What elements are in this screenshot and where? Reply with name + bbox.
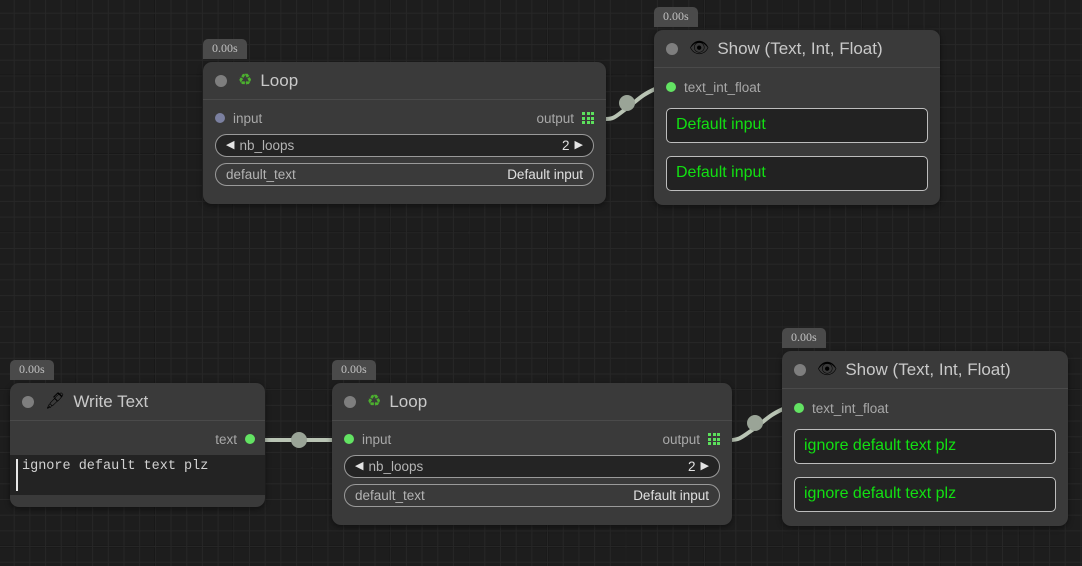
node-header-loop-bottom[interactable]: ♻ Loop bbox=[332, 383, 732, 421]
node-show-top[interactable]: 👁 Show (Text, Int, Float) text_int_float… bbox=[654, 30, 940, 205]
field-nb-loops-stepper[interactable]: ◀ nb_loops 2 ▶ bbox=[344, 455, 720, 478]
text-input-value[interactable]: ignore default text plz bbox=[22, 459, 209, 474]
recycle-icon: ♻ bbox=[238, 71, 253, 89]
eye-icon: 👁 bbox=[689, 39, 710, 57]
status-dot-icon[interactable] bbox=[344, 395, 356, 408]
port-row: input output bbox=[215, 108, 594, 128]
input-port-dot[interactable] bbox=[794, 403, 804, 413]
port-row: text_int_float bbox=[666, 77, 928, 97]
field-label: nb_loops bbox=[368, 459, 424, 474]
field-default-text[interactable]: default_text Default input bbox=[344, 484, 720, 507]
node-title: Show (Text, Int, Float) bbox=[717, 38, 883, 58]
eye-icon: 👁 bbox=[817, 360, 838, 378]
field-label: default_text bbox=[355, 488, 425, 503]
output-display-box: ignore default text plz bbox=[794, 429, 1056, 464]
stepper-decrement-icon[interactable]: ◀ bbox=[226, 139, 235, 151]
field-value[interactable]: Default input bbox=[507, 167, 583, 182]
timer-badge-write-text: 0.00s bbox=[10, 360, 54, 381]
field-nb-loops-stepper[interactable]: ◀ nb_loops 2 ▶ bbox=[215, 134, 594, 157]
pen-nib-icon: 🖋 bbox=[45, 392, 66, 410]
edge-handle-2 bbox=[291, 432, 307, 448]
node-title: Show (Text, Int, Float) bbox=[845, 359, 1011, 379]
node-title: Loop bbox=[389, 391, 428, 411]
input-port-label: text_int_float bbox=[684, 79, 761, 95]
node-body-loop-bottom: input output ◀ nb_loops 2 ▶ default_text… bbox=[332, 421, 732, 525]
recycle-icon: ♻ bbox=[367, 392, 382, 410]
edge-handle-1 bbox=[619, 95, 635, 111]
port-row: input output bbox=[344, 429, 720, 449]
stepper-decrement-icon[interactable]: ◀ bbox=[355, 460, 364, 472]
output-display-box: Default input bbox=[666, 156, 928, 191]
node-show-bottom[interactable]: 👁 Show (Text, Int, Float) text_int_float… bbox=[782, 351, 1068, 526]
timer-badge-show-bottom: 0.00s bbox=[782, 328, 826, 349]
node-body-show-bottom: text_int_float ignore default text plz i… bbox=[782, 389, 1068, 526]
node-header-show-top[interactable]: 👁 Show (Text, Int, Float) bbox=[654, 30, 940, 68]
stepper-increment-icon[interactable]: ▶ bbox=[574, 139, 583, 151]
input-port-dot[interactable] bbox=[666, 82, 676, 92]
timer-badge-loop-bottom: 0.00s bbox=[332, 360, 376, 381]
field-value[interactable]: 2 bbox=[562, 138, 570, 153]
timer-badge-loop-top: 0.00s bbox=[203, 39, 247, 60]
input-port-label: input bbox=[362, 431, 392, 447]
node-header-loop-top[interactable]: ♻ Loop bbox=[203, 62, 606, 100]
node-write-text[interactable]: 🖋 Write Text text ignore default text pl… bbox=[10, 383, 265, 507]
node-header-write-text[interactable]: 🖋 Write Text bbox=[10, 383, 265, 421]
output-port-label: text bbox=[215, 431, 237, 447]
status-dot-icon[interactable] bbox=[794, 363, 806, 376]
field-value[interactable]: 2 bbox=[688, 459, 696, 474]
input-port-label: text_int_float bbox=[812, 400, 889, 416]
port-row: text bbox=[20, 429, 255, 449]
output-port-label: output bbox=[536, 110, 574, 126]
field-default-text[interactable]: default_text Default input bbox=[215, 163, 594, 186]
node-title: Write Text bbox=[73, 391, 149, 411]
output-display-box: Default input bbox=[666, 108, 928, 143]
node-loop-top[interactable]: ♻ Loop input output ◀ nb_loops 2 ▶ de bbox=[203, 62, 606, 204]
stepper-increment-icon[interactable]: ▶ bbox=[700, 460, 709, 472]
node-title: Loop bbox=[260, 70, 299, 90]
field-label: nb_loops bbox=[239, 138, 295, 153]
output-grid-icon[interactable] bbox=[708, 433, 720, 445]
field-label: default_text bbox=[226, 167, 296, 182]
text-caret bbox=[16, 459, 18, 491]
node-body-write-text: text ignore default text plz bbox=[10, 421, 265, 507]
output-grid-icon[interactable] bbox=[582, 112, 594, 124]
status-dot-icon[interactable] bbox=[215, 74, 227, 87]
text-input-area[interactable]: ignore default text plz bbox=[10, 455, 265, 495]
node-body-show-top: text_int_float Default input Default inp… bbox=[654, 68, 940, 205]
edge-loop-bottom-to-show-bottom bbox=[728, 407, 785, 442]
output-port-label: output bbox=[662, 431, 700, 447]
status-dot-icon[interactable] bbox=[22, 395, 34, 408]
status-dot-icon[interactable] bbox=[666, 42, 678, 55]
input-port-dot[interactable] bbox=[215, 113, 225, 123]
port-row: text_int_float bbox=[794, 398, 1056, 418]
edge-loop-top-to-show-top bbox=[604, 87, 657, 121]
edge-handle-3 bbox=[747, 415, 763, 431]
node-header-show-bottom[interactable]: 👁 Show (Text, Int, Float) bbox=[782, 351, 1068, 389]
output-port-dot[interactable] bbox=[245, 434, 255, 444]
input-port-dot[interactable] bbox=[344, 434, 354, 444]
field-value[interactable]: Default input bbox=[633, 488, 709, 503]
timer-badge-show-top: 0.00s bbox=[654, 7, 698, 28]
input-port-label: input bbox=[233, 110, 263, 126]
node-loop-bottom[interactable]: ♻ Loop input output ◀ nb_loops 2 ▶ de bbox=[332, 383, 732, 525]
node-body-loop-top: input output ◀ nb_loops 2 ▶ default_text… bbox=[203, 100, 606, 204]
output-display-box: ignore default text plz bbox=[794, 477, 1056, 512]
